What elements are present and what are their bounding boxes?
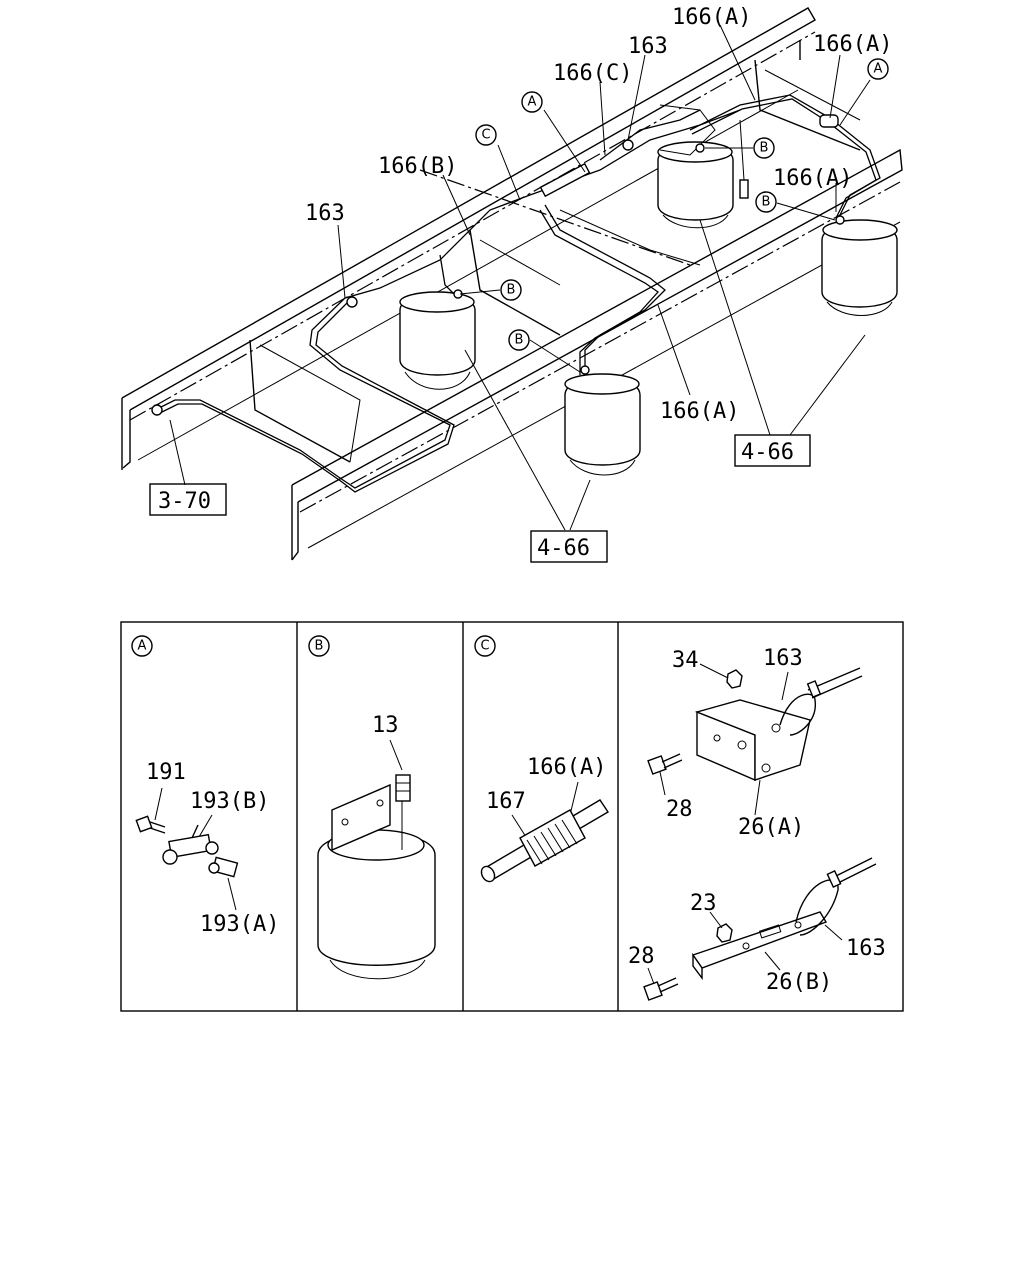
detail-panel-b: B 13 [308, 635, 436, 980]
main-part-labels: 166(A) 163 166(A) 166(C) 166(B) 163 166(… [305, 5, 892, 424]
callout-b-2: B [762, 195, 771, 210]
tee-fitting-193b [162, 824, 219, 865]
ref-4-66-center: 4-66 [537, 536, 590, 561]
callout-b-3: B [507, 283, 516, 298]
air-spring-4 [821, 219, 898, 316]
leader-lines [169, 24, 871, 531]
label-23: 23 [690, 891, 717, 916]
air-spring-2 [564, 373, 641, 476]
label-26a: 26(A) [738, 815, 804, 840]
panel-b-header: B [315, 639, 324, 654]
air-spring-3 [657, 141, 734, 229]
label-166a-top: 166(A) [672, 5, 751, 30]
callout-a-right: A [874, 62, 883, 77]
label-166a-right: 166(A) [773, 166, 852, 191]
ref-box-4-66-center [530, 530, 608, 563]
detail-panel-c: C 166(A) 167 [474, 635, 609, 883]
label-191: 191 [146, 760, 186, 785]
detail-panel-frame [120, 621, 904, 1012]
panel-c-header: C [480, 639, 489, 654]
callout-b-4: B [515, 333, 524, 348]
detail-callouts: A A C B B B B [475, 58, 889, 351]
detail-panel-d: 34 163 28 26(A) 23 28 163 26(B) [628, 646, 886, 1001]
callout-c: C [481, 128, 490, 143]
label-166a-right-top: 166(A) [813, 32, 892, 57]
label-166a-panel-c: 166(A) [527, 755, 606, 780]
label-193a: 193(A) [200, 912, 279, 937]
label-163-bracket-top: 163 [763, 646, 803, 671]
callout-a-left: A [528, 95, 537, 110]
pipe-with-protector [480, 799, 609, 883]
label-163-bracket-bottom: 163 [846, 936, 886, 961]
ref-box-3-70 [149, 483, 227, 516]
bracket-26b [691, 857, 877, 981]
reference-boxes: 4-66 3-70 4-66 [149, 434, 811, 563]
cross-members [249, 59, 861, 463]
label-163-top: 163 [628, 34, 668, 59]
label-34: 34 [672, 648, 699, 673]
air-spring-1 [399, 291, 476, 390]
label-193b: 193(B) [190, 789, 269, 814]
label-166a-center: 166(A) [660, 399, 739, 424]
label-167: 167 [486, 789, 526, 814]
bolt-28-top [647, 753, 761, 816]
ref-3-70: 3-70 [158, 489, 211, 514]
label-166c: 166(C) [553, 61, 632, 86]
label-166b: 166(B) [378, 154, 457, 179]
detail-panel-a: A 191 193(B) 193(A) [131, 635, 279, 937]
bolt-191 [135, 815, 166, 834]
frame-rail-lower [291, 148, 903, 561]
bolt-28-bottom [643, 967, 679, 1001]
ref-box-4-66-right [734, 434, 811, 467]
elbow-fitting-193a [208, 856, 239, 878]
label-163-left: 163 [305, 201, 345, 226]
main-assembly-view: 166(A) 163 166(A) 166(C) 166(B) 163 166(… [121, 5, 903, 563]
label-26b: 26(B) [766, 970, 832, 995]
callout-b-1: B [760, 141, 769, 156]
air-spring-detail [317, 774, 436, 980]
ref-4-66-right: 4-66 [741, 440, 794, 465]
label-28-top: 28 [666, 797, 693, 822]
label-13: 13 [372, 713, 399, 738]
panel-a-header: A [138, 639, 147, 654]
detail-panels: A 191 193(B) 193(A) [120, 621, 904, 1012]
bracket-26a [694, 663, 863, 782]
label-28-bottom: 28 [628, 944, 655, 969]
air-pipes [151, 94, 881, 493]
